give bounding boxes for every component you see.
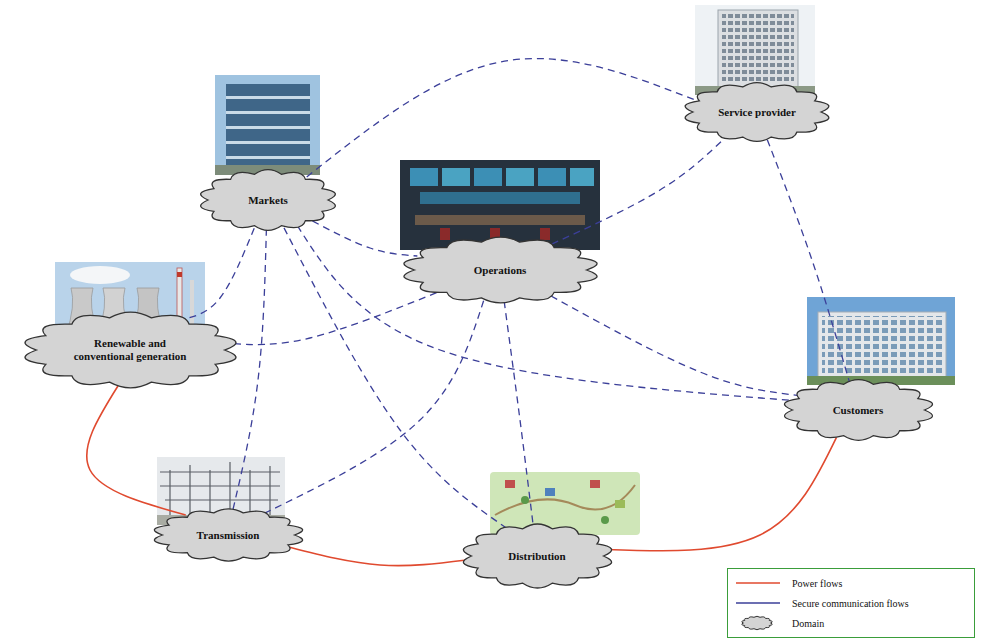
service-provider-photo xyxy=(695,5,815,95)
communication-flow-line xyxy=(264,301,484,514)
legend-sample xyxy=(734,575,782,591)
communication-flow-line xyxy=(312,221,417,256)
communication-line-sample xyxy=(736,602,780,603)
domain-label: Operations xyxy=(474,264,527,277)
glass-building xyxy=(226,84,310,172)
screen xyxy=(474,168,502,186)
legend-entry: Domain xyxy=(734,615,968,631)
domain-cloud: Transmission xyxy=(146,504,311,566)
communication-flow-line xyxy=(297,226,791,401)
power-flow-line xyxy=(87,386,186,515)
sky xyxy=(695,5,815,95)
domain-cloud: Customers xyxy=(776,374,941,446)
house xyxy=(545,488,555,496)
cloud-shape xyxy=(685,83,829,142)
domain-label: Distribution xyxy=(508,550,565,563)
legend-sample xyxy=(734,595,782,611)
legend-entry: Secure communication flows xyxy=(734,595,968,611)
sky xyxy=(215,75,320,175)
tree xyxy=(521,496,529,504)
domain-cloud: Service provider xyxy=(677,77,837,147)
cloud-shape xyxy=(742,616,773,629)
power-line-sample xyxy=(736,582,780,584)
power-flow-line xyxy=(606,437,836,550)
floor-band xyxy=(226,126,310,129)
domain-cloud: Markets xyxy=(193,164,343,236)
cloud-shape xyxy=(403,237,596,303)
legend-label: Power flows xyxy=(792,578,842,589)
tree xyxy=(601,516,609,524)
domain-sample xyxy=(742,616,773,629)
legend-box: Power flowsSecure communication flowsDom… xyxy=(727,568,975,638)
communication-flow-line xyxy=(504,301,533,525)
office-building xyxy=(718,10,798,88)
floor-band xyxy=(226,111,310,114)
customers-photo xyxy=(807,297,955,385)
windows xyxy=(822,316,942,374)
house xyxy=(590,480,600,488)
domain-label: Markets xyxy=(248,194,288,207)
legend-label: Domain xyxy=(792,618,824,629)
floor-band xyxy=(226,156,310,159)
chimney-stripe xyxy=(177,272,182,277)
communication-flow-line xyxy=(767,140,849,382)
communication-flow-line xyxy=(229,293,436,345)
windows xyxy=(722,14,794,84)
domain-cloud: Operations xyxy=(393,231,608,309)
office-building xyxy=(818,312,946,378)
domain-label: Renewable and conventional generation xyxy=(66,337,194,363)
steam xyxy=(70,266,130,284)
power-flow-line xyxy=(290,547,467,565)
map-ground xyxy=(490,472,640,535)
operations-photo xyxy=(400,160,600,250)
communication-flow-line xyxy=(552,137,726,244)
chair xyxy=(540,228,550,240)
sky xyxy=(807,297,955,385)
screen xyxy=(442,168,470,186)
cloud-shape xyxy=(154,509,302,561)
legend-sample xyxy=(734,615,782,631)
control-room xyxy=(400,160,600,250)
markets-photo xyxy=(215,75,320,175)
domain-label: Transmission xyxy=(197,529,260,542)
communication-flow-line xyxy=(233,229,267,510)
road xyxy=(495,485,635,515)
communication-flow-line xyxy=(551,296,797,395)
floor-band xyxy=(226,96,310,99)
screen-row xyxy=(420,192,580,204)
domain-cloud: Renewable and conventional generation xyxy=(13,305,248,395)
distribution-photo xyxy=(490,472,640,535)
cloud-shape xyxy=(201,170,336,231)
legend-label: Secure communication flows xyxy=(792,598,909,609)
chair xyxy=(440,228,450,240)
cloud-shape xyxy=(784,380,932,441)
legend-entry: Power flows xyxy=(734,575,968,591)
screen xyxy=(570,168,594,186)
domain-label: Service provider xyxy=(718,106,796,119)
communication-flow-line xyxy=(183,228,254,319)
screen xyxy=(538,168,566,186)
domain-cloud: Distribution xyxy=(455,518,620,594)
floor-band xyxy=(226,141,310,144)
desk xyxy=(415,215,585,225)
house xyxy=(505,480,515,488)
cloud-shape xyxy=(463,524,611,588)
cloud-shape xyxy=(24,312,235,388)
screen xyxy=(410,168,438,186)
domain-label: Customers xyxy=(833,404,884,417)
screen xyxy=(506,168,534,186)
house xyxy=(615,500,625,508)
communication-flow-line xyxy=(307,59,695,177)
